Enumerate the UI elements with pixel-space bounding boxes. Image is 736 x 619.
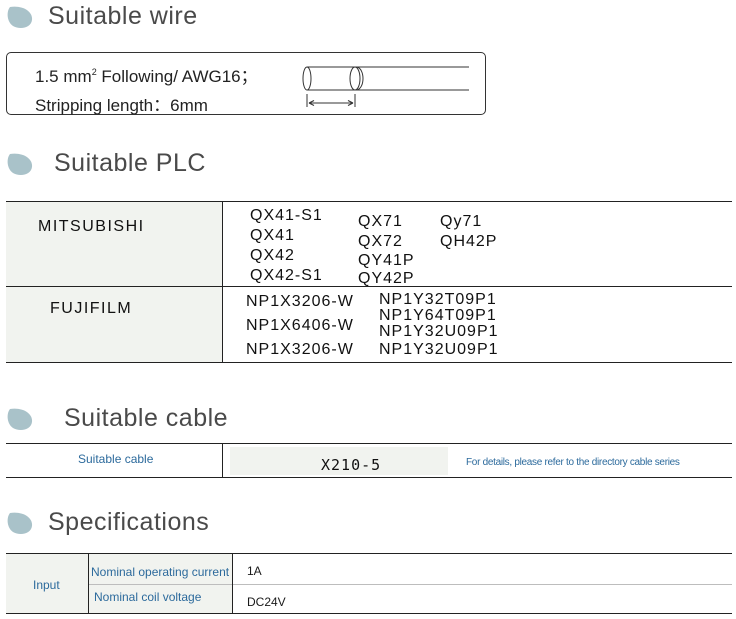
mitsubishi-model: QX72: [358, 233, 403, 250]
cable-value-shade: [230, 447, 448, 475]
section-heading-wire: Suitable wire: [6, 2, 198, 31]
plc-brand-mitsubishi: MITSUBISHI: [38, 218, 145, 235]
spec-group-input: Input: [33, 578, 60, 592]
table-border-bottom: [6, 613, 732, 614]
section-heading-cable: Suitable cable: [6, 404, 228, 433]
mitsubishi-model: QY41P: [358, 252, 415, 269]
mitsubishi-model: QX42-S1: [250, 267, 323, 284]
table-column-divider: [222, 201, 223, 363]
section-title: Suitable cable: [64, 404, 229, 432]
table-border-top: [6, 201, 732, 202]
section-title: Suitable wire: [48, 2, 198, 30]
wire-spec-box: 1.5 mm2 Following/ AWG16； Stripping leng…: [6, 52, 486, 115]
wire-stripping-diagram: [302, 66, 469, 107]
mitsubishi-model: QH42P: [440, 233, 498, 250]
table-row-divider: [88, 584, 732, 585]
fujifilm-model: NP1Y32U09P1: [379, 323, 499, 340]
fujifilm-model: NP1Y32T09P1: [379, 291, 497, 308]
spec-value: 1A: [247, 564, 262, 578]
section-title: Suitable PLC: [54, 149, 206, 177]
table-row-divider: [6, 286, 732, 287]
mitsubishi-model: Qy71: [440, 213, 483, 230]
table-column-divider: [88, 553, 89, 613]
mitsubishi-model: QX41: [250, 227, 295, 244]
leaf-bullet-icon: [7, 153, 33, 175]
table-border-bottom: [6, 477, 732, 478]
cable-note: For details, please refer to the directo…: [466, 457, 680, 468]
spec-name: Nominal coil voltage: [94, 590, 202, 604]
leaf-bullet-icon: [7, 408, 33, 430]
fujifilm-model: NP1X3206-W: [246, 293, 354, 310]
fujifilm-model: NP1Y32U09P1: [379, 341, 499, 358]
leaf-bullet-icon: [7, 6, 33, 28]
plc-brand-fujifilm: FUJIFILM: [50, 300, 133, 317]
fujifilm-model: NP1X3206-W: [246, 341, 354, 358]
mitsubishi-model: QX41-S1: [250, 207, 323, 224]
mitsubishi-model: QY42P: [358, 270, 415, 287]
section-heading-plc: Suitable PLC: [6, 149, 206, 178]
table-border-top: [6, 553, 732, 554]
spec-label-shade: [6, 554, 232, 613]
fujifilm-model: NP1Y64T09P1: [379, 307, 497, 324]
spec-value: DC24V: [247, 595, 286, 609]
section-heading-specs: Specifications: [6, 508, 209, 537]
mitsubishi-model: QX71: [358, 213, 403, 230]
leaf-bullet-icon: [7, 512, 33, 534]
table-column-divider: [232, 553, 233, 613]
mitsubishi-model: QX42: [250, 247, 295, 264]
section-title: Specifications: [48, 508, 210, 536]
cable-model: X210-5: [321, 456, 382, 474]
table-border-top: [6, 443, 732, 444]
table-border-bottom: [6, 362, 732, 363]
spec-name: Nominal operating current: [91, 565, 230, 579]
table-column-divider: [222, 443, 223, 478]
brand-column-shade: [6, 202, 222, 362]
fujifilm-model: NP1X6406-W: [246, 317, 354, 334]
cable-label: Suitable cable: [78, 452, 154, 466]
wire-gauge-text: 1.5 mm2 Following/ AWG16；: [35, 67, 258, 86]
stripping-length-text: Stripping length：6mm: [35, 96, 208, 115]
